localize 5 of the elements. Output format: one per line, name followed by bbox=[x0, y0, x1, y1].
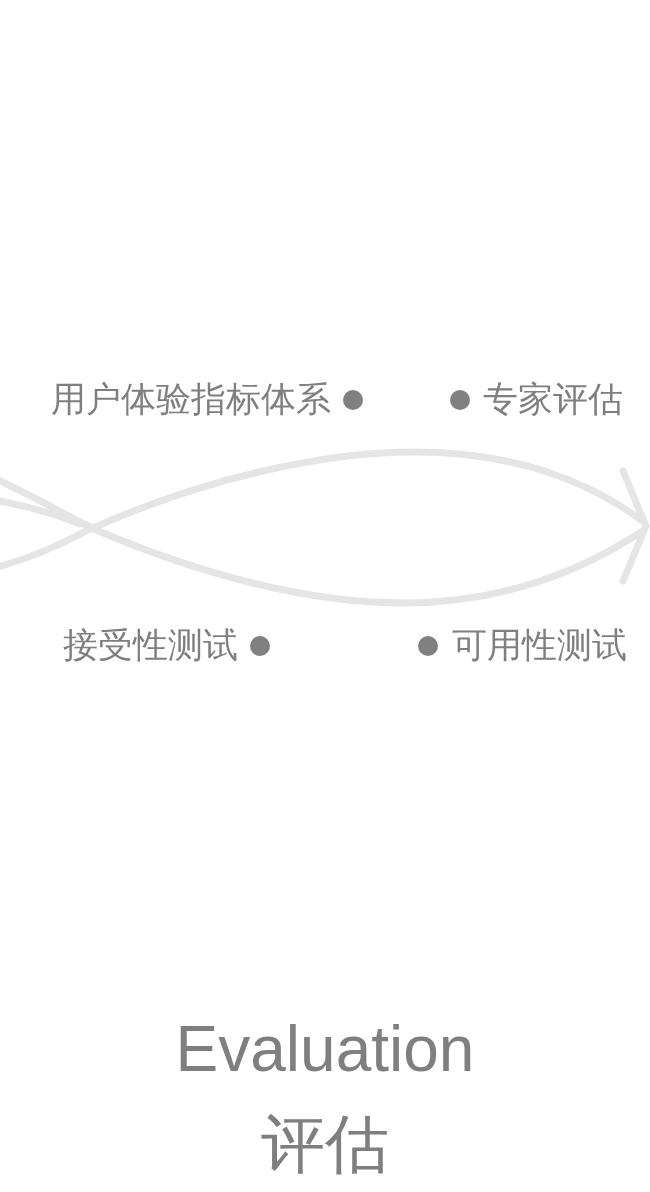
bullet-label: 用户体验指标体系 bbox=[51, 381, 331, 417]
bullet-label: 可用性测试 bbox=[452, 627, 627, 663]
bullet-label: 专家评估 bbox=[483, 381, 623, 417]
bullet-label: 接受性测试 bbox=[63, 627, 238, 663]
title: Evaluation 评估 bbox=[174, 1012, 476, 1182]
